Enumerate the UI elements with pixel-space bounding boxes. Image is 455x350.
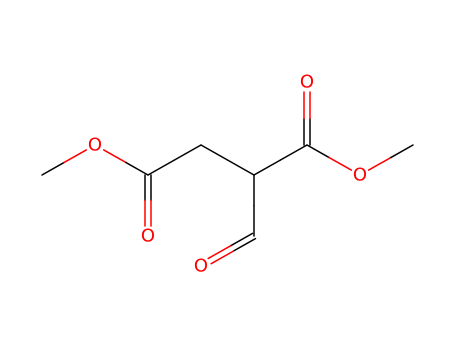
bond-c_carbonyl_right-o_ester_right-half-a	[306, 144, 330, 159]
bond-c_carbonyl_left-c_ch2-half-b	[173, 144, 202, 161]
bond-c_carbonyl_right-o_ester_right-half-b	[328, 156, 353, 171]
bond-c_aldehyde-o_aldehyde-line2-half-b	[210, 250, 235, 265]
bond-c_methyl_left-o_ester_left-half-b	[63, 149, 88, 164]
atom-labels-layer: O O O O O	[88, 72, 367, 277]
bond-c_aldehyde-o_aldehyde-line1-half-a	[229, 232, 254, 247]
bond-o_ester_left-c_carbonyl_left-half-a	[102, 149, 127, 164]
bond-c_aldehyde-o_aldehyde-line1-half-b	[207, 245, 232, 260]
bond-c_ch2-c_ch-half-b	[226, 159, 255, 176]
bond-o_ester_left-c_carbonyl_left-half-b	[125, 161, 149, 176]
bond-c_ch-c_carbonyl_right-half-b	[279, 144, 308, 161]
bond-c_ch2-c_ch-half-a	[200, 144, 229, 161]
bond-c_aldehyde-o_aldehyde-line2-half-a	[232, 237, 257, 252]
atom-label-o_carbonyl_left: O	[141, 226, 155, 247]
bond-c_carbonyl_left-c_ch2-half-a	[147, 159, 176, 176]
bond-o_ester_right-c_methyl_right-half-a	[367, 156, 392, 171]
atom-label-o_ester_left: O	[88, 135, 102, 156]
bond-c_ch-c_carbonyl_right-half-a	[253, 159, 282, 176]
atom-label-o_aldehyde: O	[194, 256, 208, 277]
bonds-layer	[41, 91, 414, 265]
atom-label-o_ester_right: O	[353, 165, 367, 186]
atom-label-o_carbonyl_right: O	[300, 72, 314, 93]
bond-c_methyl_left-o_ester_left-half-a	[41, 161, 65, 176]
bond-o_ester_right-c_methyl_right-half-b	[390, 144, 414, 159]
